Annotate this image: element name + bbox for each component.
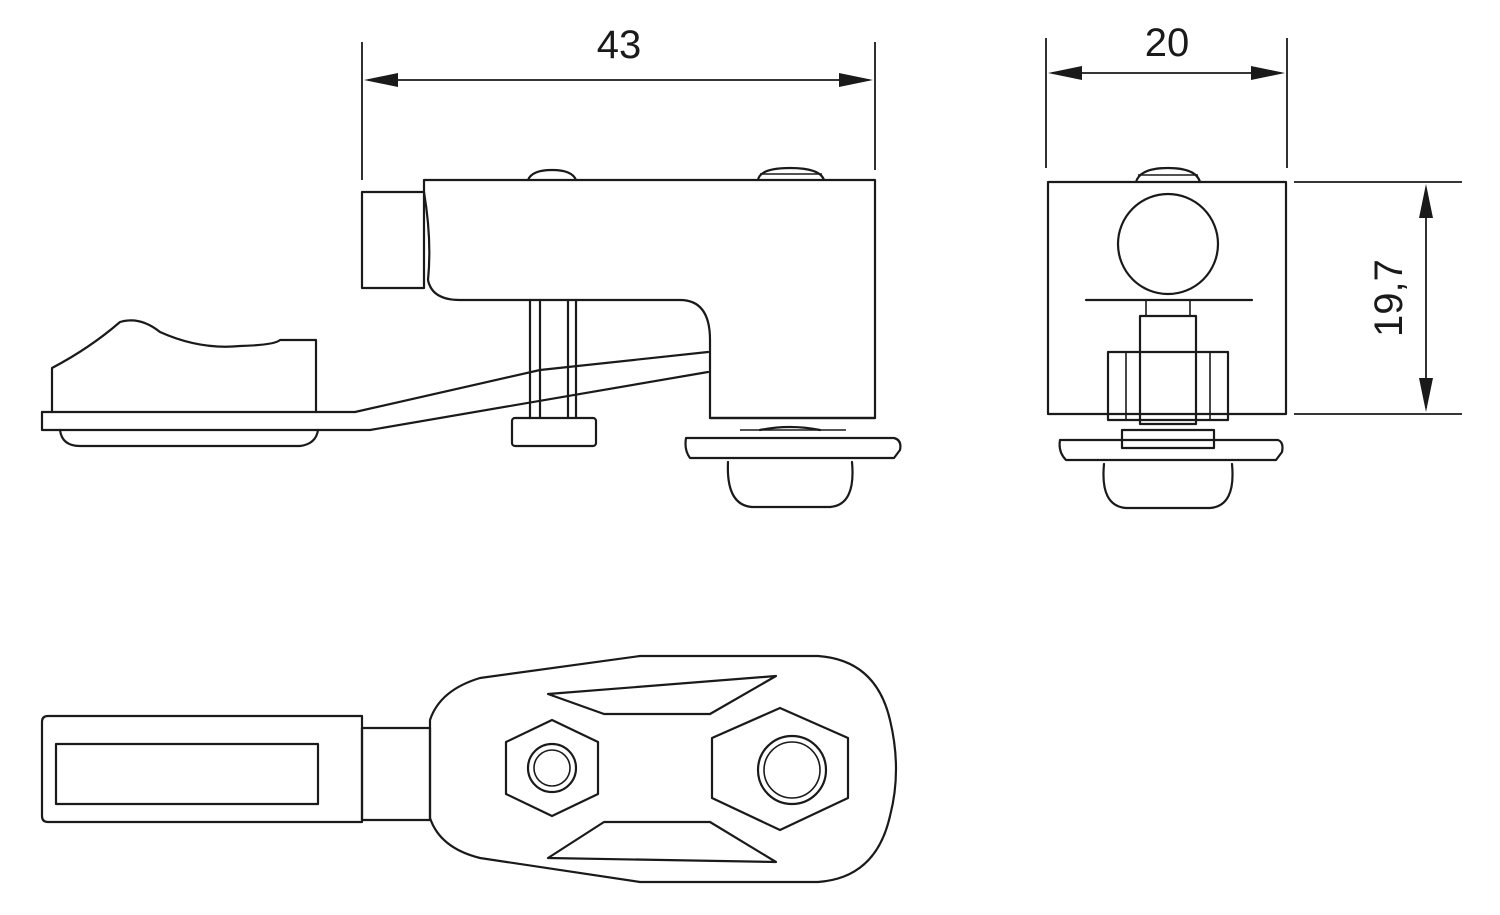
top-view [40,654,898,884]
dimension-length: 43 [361,23,876,180]
dimension-width: 20 [1045,21,1288,168]
side-view: 43 [40,23,902,509]
dimension-height-label: 19,7 [1367,259,1411,337]
dimension-height: 19,7 [1294,181,1462,415]
dimension-length-label: 43 [597,23,642,67]
front-view: 20 19,7 [1045,21,1462,510]
dimension-width-label: 20 [1145,21,1190,65]
